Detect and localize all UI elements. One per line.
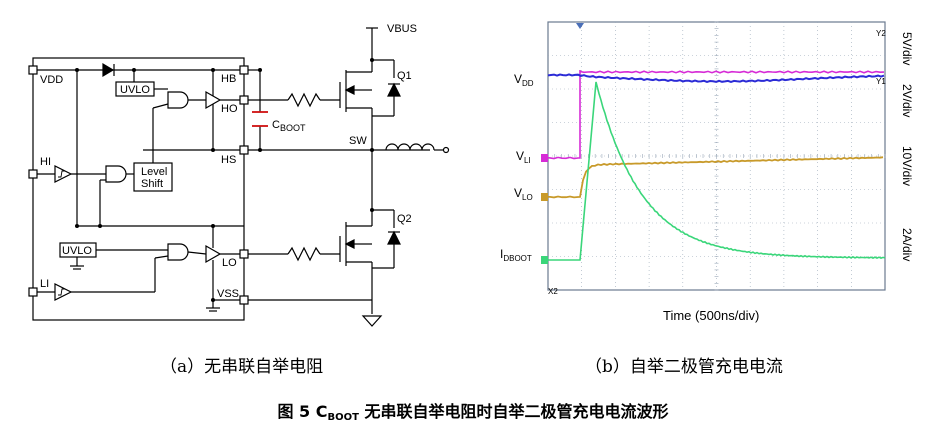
label-li: LI <box>40 278 49 290</box>
ground-marker-idboot <box>541 256 548 264</box>
pin-li <box>28 287 38 297</box>
pin-hb <box>239 65 249 75</box>
label-vdd-trace: VDD <box>514 72 534 88</box>
scale-vlo: 10V/div <box>900 146 914 186</box>
trace-idboot <box>542 81 886 261</box>
bootstrap-capacitor <box>252 111 268 127</box>
level-shift-label-2: Shift <box>141 178 163 190</box>
hi-schmitt-buffer <box>54 165 73 183</box>
trace-vlo <box>541 156 884 199</box>
gate-resistor-top <box>287 92 321 108</box>
ground-symbol <box>361 315 383 327</box>
marker-x2: X2 <box>548 287 558 296</box>
caption-b: （b）自举二极管充电电流 <box>585 357 783 377</box>
uvlo-bottom-label: UVLO <box>62 245 92 257</box>
gate-driver-circuit: VDD HI LI HB HO HS LO VSS UVLO UVLO Leve… <box>28 23 450 327</box>
label-cboot: CBOOT <box>272 119 306 133</box>
figure-title: 图 5 CBOOT 无串联自举电阻时自举二极管充电电流波形 <box>277 402 669 423</box>
pin-vdd <box>28 65 38 75</box>
scope-grid <box>547 21 886 291</box>
marker-y2: Y2 <box>876 29 886 38</box>
label-idboot-trace: IDBOOT <box>500 247 532 263</box>
trigger-marker <box>576 23 584 29</box>
label-hi: HI <box>40 156 51 168</box>
label-hs: HS <box>221 154 236 166</box>
scale-idboot: 2A/div <box>900 228 914 261</box>
trace-vli <box>541 70 885 160</box>
and-gate-hi <box>105 165 127 183</box>
pin-vss <box>239 295 249 305</box>
label-lo: LO <box>222 257 237 269</box>
ground-marker-vlo <box>541 193 548 201</box>
label-vlo-trace: VLO <box>514 186 533 202</box>
level-shift-label-1: Level <box>141 166 167 178</box>
time-axis-label: Time (500ns/div) <box>663 308 759 323</box>
label-q1: Q1 <box>397 70 412 82</box>
label-vdd: VDD <box>40 74 63 86</box>
label-sw: SW <box>349 135 367 147</box>
pin-hs <box>239 145 249 155</box>
oscilloscope-waveform: VDD VLI VLO IDBOOT 5V/div 2V/div 10V/div… <box>500 21 914 323</box>
scale-vli: 2V/div <box>900 84 914 117</box>
ground-marker-vli <box>541 154 548 162</box>
and-gate-top <box>167 91 189 109</box>
and-gate-bottom <box>167 243 189 261</box>
label-ho: HO <box>221 103 238 115</box>
label-q2: Q2 <box>397 213 412 225</box>
label-hb: HB <box>221 73 236 85</box>
pin-ho <box>239 95 249 105</box>
label-vss: VSS <box>217 288 239 300</box>
pin-hi <box>28 169 38 179</box>
driver-ic-outline <box>32 57 245 321</box>
scale-vdd: 5V/div <box>900 32 914 65</box>
li-schmitt-buffer <box>54 283 73 301</box>
marker-y1: Y1 <box>876 77 886 86</box>
trace-vdd <box>547 73 885 83</box>
caption-a: （a）无串联自举电阻 <box>160 357 324 377</box>
label-vli-trace: VLI <box>516 149 531 165</box>
output-inductor <box>385 143 435 151</box>
label-vbus: VBUS <box>387 23 417 35</box>
scope-traces <box>541 23 886 264</box>
uvlo-top-label: UVLO <box>120 84 150 96</box>
bootstrap-diode <box>102 62 115 78</box>
pin-lo <box>239 249 249 259</box>
gate-resistor-bottom <box>287 246 321 262</box>
